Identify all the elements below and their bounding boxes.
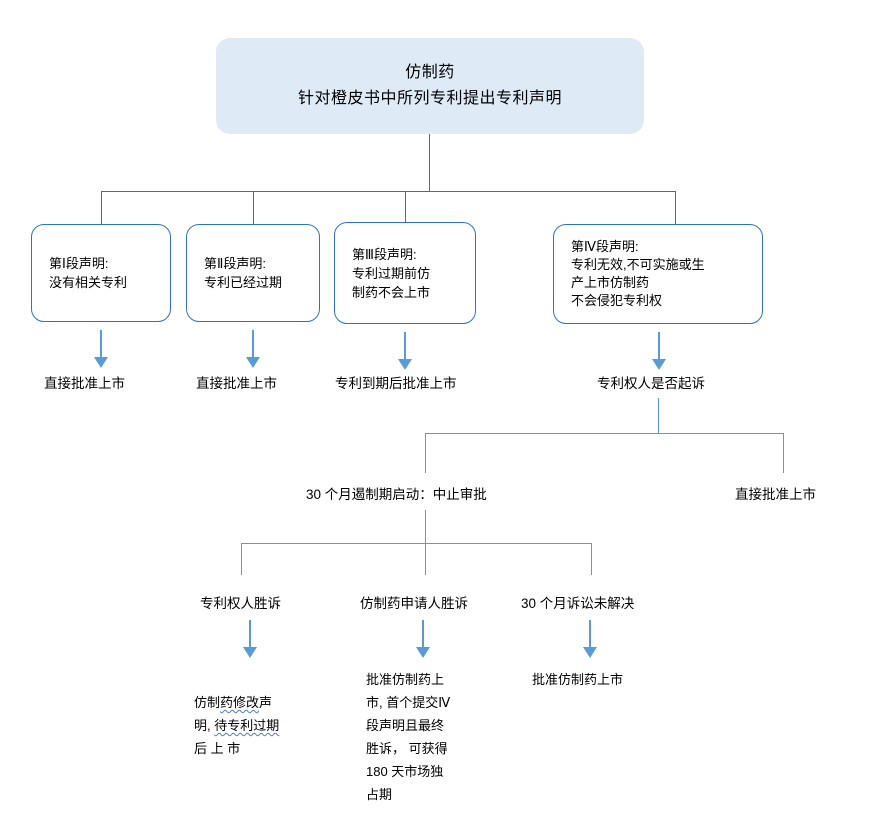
connector-drop-decl1 xyxy=(101,191,103,224)
final-outcome-1-part-3: 声 明, xyxy=(194,695,273,733)
declaration-label-1: 第Ⅰ段声明: 没有相关专利 xyxy=(49,256,128,290)
connector-drop-stay xyxy=(425,433,427,473)
connector-bus-litigation xyxy=(425,433,784,435)
connector-drop-verdict-unresolved xyxy=(591,543,593,575)
connector-drop-verdict-patentee xyxy=(241,543,243,575)
outcome-label-2: 直接批准上市 xyxy=(196,376,277,391)
final-outcome-1: 仿制药修改声 明, 待专利过期 后 上 市 xyxy=(194,668,312,760)
outcome-label-1: 直接批准上市 xyxy=(44,376,125,391)
final-outcome-1-part-5: 后 上 市 xyxy=(194,741,241,756)
connector-litigation-stem xyxy=(658,398,660,433)
outcome-label-4: 专利权人是否起诉 xyxy=(597,376,705,391)
final-outcome-3: 批准仿制药上市 xyxy=(532,672,624,687)
connector-bus-declarations xyxy=(101,191,676,193)
declaration-label-3: 第Ⅲ段声明: 专利过期前仿 制药不会上市 xyxy=(352,246,431,300)
verdict-label-patentee-wins: 专利权人胜诉 xyxy=(200,596,281,611)
connector-drop-decl4 xyxy=(675,191,677,224)
arrow-decl3-to-outcome xyxy=(398,332,412,370)
final-outcome-2: 批准仿制药上 市, 首个提交Ⅳ 段声明且最终 胜诉， 可获得 180 天市场独 … xyxy=(366,672,451,802)
declaration-box-1[interactable]: 第Ⅰ段声明: 没有相关专利 xyxy=(31,224,171,322)
outcome-label-3: 专利到期后批准上市 xyxy=(335,376,457,391)
declaration-box-2[interactable]: 第Ⅱ段声明: 专利已经过期 xyxy=(186,224,320,322)
litigation-branch-label-stay: 30 个月遏制期启动：中止审批 xyxy=(306,487,487,502)
connector-drop-decl3 xyxy=(405,191,407,222)
arrow-to-final-outcome-1 xyxy=(243,620,257,658)
declaration-label-2: 第Ⅱ段声明: 专利已经过期 xyxy=(204,256,283,290)
connector-header-stem xyxy=(429,134,431,191)
header-box: 仿制药 针对橙皮书中所列专利提出专利声明 xyxy=(216,38,644,134)
arrow-decl2-to-outcome xyxy=(246,330,260,368)
header-title-line1: 仿制药 xyxy=(405,64,455,81)
arrow-decl4-to-outcome xyxy=(652,332,666,370)
verdict-label-unresolved: 30 个月诉讼未解决 xyxy=(521,596,635,611)
connector-verdict-stem xyxy=(425,510,427,543)
declaration-label-4: 第Ⅳ段声明: 专利无效,不可实施或生 产上市仿制药 不会侵犯专利权 xyxy=(571,239,705,308)
litigation-branch-label-direct: 直接批准上市 xyxy=(735,487,816,502)
final-outcome-1-part-2: 药修改 xyxy=(220,695,260,710)
verdict-label-generic-wins: 仿制药申请人胜诉 xyxy=(360,596,468,611)
declaration-box-4[interactable]: 第Ⅳ段声明: 专利无效,不可实施或生 产上市仿制药 不会侵犯专利权 xyxy=(553,224,763,324)
header-title-line2: 针对橙皮书中所列专利提出专利声明 xyxy=(297,90,562,107)
connector-drop-verdict-generic xyxy=(425,543,427,575)
arrow-to-final-outcome-2 xyxy=(416,620,430,658)
connector-drop-direct-approval xyxy=(783,433,785,473)
connector-bus-verdict xyxy=(241,543,592,545)
arrow-decl1-to-outcome xyxy=(94,330,108,368)
connector-drop-decl2 xyxy=(253,191,255,224)
declaration-box-3[interactable]: 第Ⅲ段声明: 专利过期前仿 制药不会上市 xyxy=(334,222,476,324)
final-outcome-1-part-1: 仿制 xyxy=(194,695,221,710)
final-outcome-1-part-4: 待专利过期 xyxy=(214,718,280,733)
arrow-to-final-outcome-3 xyxy=(583,620,597,658)
